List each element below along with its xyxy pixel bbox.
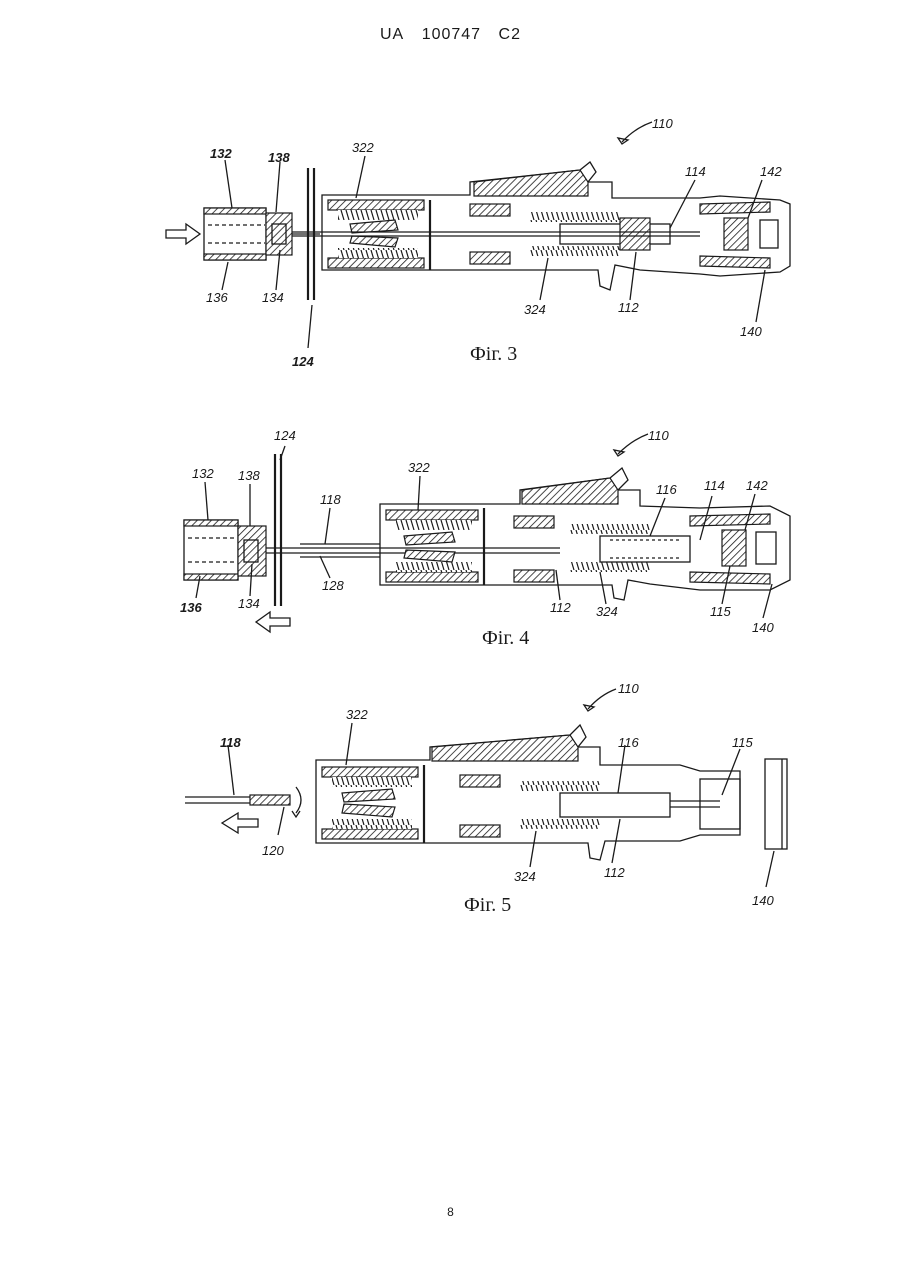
label-322: 322 bbox=[352, 140, 374, 155]
figure-4-drawing: 124 110 132 138 322 118 116 114 142 136 … bbox=[0, 420, 901, 660]
label-124: 124 bbox=[292, 354, 314, 369]
figure-5-caption: Фіг. 5 bbox=[464, 894, 511, 916]
label-124: 124 bbox=[274, 428, 296, 443]
patent-header: UA 100747 C2 bbox=[0, 26, 901, 44]
label-114: 114 bbox=[704, 478, 725, 493]
label-142: 142 bbox=[760, 164, 782, 179]
label-138: 138 bbox=[238, 468, 260, 483]
header-number: 100747 bbox=[422, 26, 481, 43]
label-322: 322 bbox=[408, 460, 430, 475]
label-118: 118 bbox=[320, 492, 341, 507]
label-134: 134 bbox=[238, 596, 260, 611]
label-115: 115 bbox=[732, 735, 753, 750]
label-140: 140 bbox=[740, 324, 762, 339]
pull-arrow-icon bbox=[222, 813, 258, 833]
figure-3-caption: Фіг. 3 bbox=[470, 343, 517, 365]
label-134: 134 bbox=[262, 290, 284, 305]
label-322: 322 bbox=[346, 707, 368, 722]
push-arrow-icon bbox=[166, 224, 200, 244]
label-140: 140 bbox=[752, 620, 774, 635]
label-142: 142 bbox=[746, 478, 768, 493]
label-110: 110 bbox=[618, 681, 639, 696]
label-324: 324 bbox=[524, 302, 546, 317]
label-116: 116 bbox=[618, 735, 639, 750]
figure-3-drawing: 110 132 138 322 114 142 136 134 324 112 … bbox=[0, 100, 901, 380]
label-138: 138 bbox=[268, 150, 290, 165]
label-132: 132 bbox=[192, 466, 214, 481]
label-324: 324 bbox=[596, 604, 618, 619]
label-136: 136 bbox=[206, 290, 228, 305]
label-116: 116 bbox=[656, 482, 677, 497]
label-324: 324 bbox=[514, 869, 536, 884]
cap-132 bbox=[204, 208, 266, 260]
label-110: 110 bbox=[652, 116, 673, 131]
header-kind: C2 bbox=[499, 26, 521, 43]
label-128: 128 bbox=[322, 578, 344, 593]
pull-arrow-icon bbox=[256, 612, 290, 632]
label-136: 136 bbox=[180, 600, 202, 615]
label-118: 118 bbox=[220, 735, 241, 750]
label-112: 112 bbox=[618, 300, 639, 315]
twist-arrow-icon bbox=[296, 787, 301, 813]
label-132: 132 bbox=[210, 146, 232, 161]
label-114: 114 bbox=[685, 164, 706, 179]
header-country: UA bbox=[380, 26, 404, 43]
label-140: 140 bbox=[752, 893, 774, 908]
page-number: 8 bbox=[0, 1205, 901, 1219]
label-112: 112 bbox=[604, 865, 625, 880]
figure-5-drawing: 110 322 116 115 118 120 324 112 140 Фіг.… bbox=[0, 675, 901, 920]
label-120: 120 bbox=[262, 843, 284, 858]
figure-4-caption: Фіг. 4 bbox=[482, 627, 529, 649]
label-115: 115 bbox=[710, 604, 731, 619]
label-110: 110 bbox=[648, 428, 669, 443]
label-112: 112 bbox=[550, 600, 571, 615]
